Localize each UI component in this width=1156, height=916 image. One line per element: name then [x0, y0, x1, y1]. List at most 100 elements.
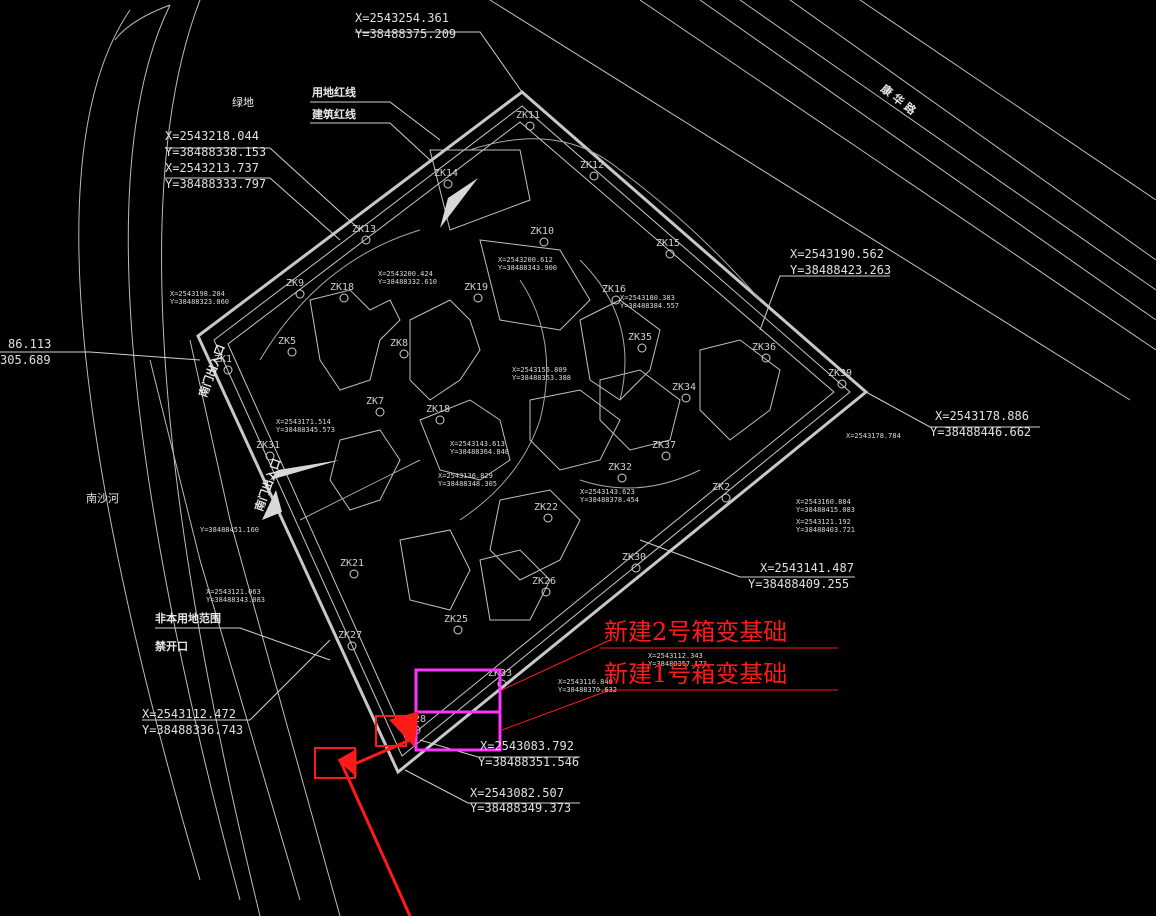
open-gap-label: 禁开口 [155, 639, 188, 653]
coord-x-3: X=2543213.737 [165, 161, 259, 175]
borehole-marker [399, 349, 409, 359]
coord-y-2: Y=38488338.153 [165, 145, 266, 159]
borehole-marker [589, 171, 599, 181]
coordinate-labels: X=2543254.361 Y=38488375.209 X=2543218.0… [0, 11, 1031, 815]
borehole-marker [295, 289, 305, 299]
borehole-label: ZK35 [628, 332, 652, 343]
small-coordinate-label: X=2543121.192 [796, 518, 851, 526]
borehole-label: ZK16 [602, 284, 626, 295]
coord-x-8: X=2543083.792 [480, 739, 574, 753]
small-coordinate-label: Y=38488343.900 [498, 264, 557, 272]
box-transformer-1-label: 新建1号箱变基础 [604, 660, 787, 688]
coord-y-4: Y=38488423.263 [790, 263, 891, 277]
borehole-label: ZK12 [580, 160, 604, 171]
small-coordinate-label: Y=38488345.573 [276, 426, 335, 434]
coord-y-6: Y=38488409.255 [748, 577, 849, 591]
box-transformer-2-label: 新建2号箱变基础 [604, 618, 787, 646]
borehole-marker [837, 379, 847, 389]
borehole-label: ZK14 [434, 168, 458, 179]
coord-x-9: X=2543082.507 [470, 786, 564, 800]
small-coordinate-label: Y=38488370.632 [558, 686, 617, 694]
small-coordinate-label: Y=38488353.388 [512, 374, 571, 382]
coord-x-4: X=2543190.562 [790, 247, 884, 261]
borehole-label: ZK32 [608, 462, 632, 473]
borehole-label: ZK9 [286, 278, 304, 289]
small-coordinate-label: X=2543200.612 [498, 256, 553, 264]
borehole-marker [761, 353, 771, 363]
borehole-marker [665, 249, 675, 259]
borehole-label: ZK18 [330, 282, 354, 293]
borehole-label: ZK13 [352, 224, 376, 235]
borehole-marker [631, 563, 641, 573]
borehole-marker [453, 625, 463, 635]
small-coordinate-label: Y=38488357.173 [648, 660, 707, 668]
borehole-marker [361, 235, 371, 245]
borehole-label: ZK27 [338, 630, 362, 641]
small-coordinate-label: X=2543116.840 [558, 678, 613, 686]
red-annotations [314, 639, 838, 916]
small-coordinate-label: Y=38488332.610 [378, 278, 437, 286]
text-labels: 绿地 用地红线 建筑红线 南沙河 非本用地范围 禁开口 康 华 路 南门出入口 … [86, 81, 920, 688]
coord-y-9: Y=38488349.373 [470, 801, 571, 815]
borehole-label: ZK31 [256, 440, 280, 451]
borehole-marker [721, 493, 731, 503]
borehole-label: ZK22 [534, 502, 558, 513]
coord-x-1: X=2543254.361 [355, 11, 449, 25]
coord-y-1: Y=38488375.209 [355, 27, 456, 41]
small-coordinate-label: X=2543155.809 [512, 366, 567, 374]
borehole-label: ZK26 [532, 576, 556, 587]
red-line-label: 用地红线 [312, 85, 356, 99]
leader-lines [0, 31, 1040, 804]
small-coordinate-label: X=2543178.784 [846, 432, 901, 440]
borehole-label: ZK30 [622, 552, 646, 563]
borehole-marker [681, 393, 691, 403]
small-coordinate-label: Y=38488323.860 [170, 298, 229, 306]
borehole-label: ZK1 [214, 354, 232, 365]
borehole-marker [265, 451, 275, 461]
coord-y-7: Y=38488336.743 [142, 723, 243, 737]
borehole-marker [637, 343, 647, 353]
small-coordinate-label: Y=38488384.557 [620, 302, 679, 310]
borehole-marker [473, 293, 483, 303]
small-coordinate-label: Y=38488403.721 [796, 526, 855, 534]
borehole-label: ZK10 [530, 226, 554, 237]
borehole-marker [435, 415, 445, 425]
small-coordinate-label: X=2543136.829 [438, 472, 493, 480]
building-footprints [309, 149, 781, 621]
borehole-label: ZK37 [652, 440, 676, 451]
borehole-label: ZK21 [340, 558, 364, 569]
building-red-line-label: 建筑红线 [312, 107, 356, 121]
borehole-label: ZK25 [444, 614, 468, 625]
borehole-label: ZK2 [712, 482, 730, 493]
coord-y-10: 305.689 [0, 353, 51, 367]
small-coordinate-label: X=2543143.613 [450, 440, 505, 448]
coord-x-2: X=2543218.044 [165, 129, 259, 143]
river-label: 南沙河 [86, 492, 119, 505]
borehole-label: ZK15 [656, 238, 680, 249]
small-coordinate-label: X=2543121.063 [206, 588, 261, 596]
small-coordinate-label: Y=38488348.305 [438, 480, 497, 488]
borehole-marker [223, 365, 233, 375]
coord-y-5: Y=38488446.662 [930, 425, 1031, 439]
small-coordinate-label: X=2543180.383 [620, 294, 675, 302]
borehole-label: ZK8 [390, 338, 408, 349]
coord-x-10: 86.113 [8, 337, 51, 351]
small-coordinate-label: X=2543112.343 [648, 652, 703, 660]
borehole-marker [287, 347, 297, 357]
coord-y-3: Y=38488333.797 [165, 177, 266, 191]
borehole-marker [339, 293, 349, 303]
small-coordinate-label: Y=38488451.160 [200, 526, 259, 534]
borehole-marker [375, 407, 385, 417]
internal-roads [259, 138, 761, 521]
small-coordinate-label: X=2543198.204 [170, 290, 225, 298]
small-coordinate-label: X=2543143.623 [580, 488, 635, 496]
coord-x-6: X=2543141.487 [760, 561, 854, 575]
small-coordinate-label: X=2543160.884 [796, 498, 851, 506]
small-coordinate-label: Y=38488378.454 [580, 496, 639, 504]
borehole-label: ZK39 [828, 368, 852, 379]
borehole-marker [497, 679, 507, 689]
borehole-marker [349, 569, 359, 579]
borehole-marker [661, 451, 671, 461]
